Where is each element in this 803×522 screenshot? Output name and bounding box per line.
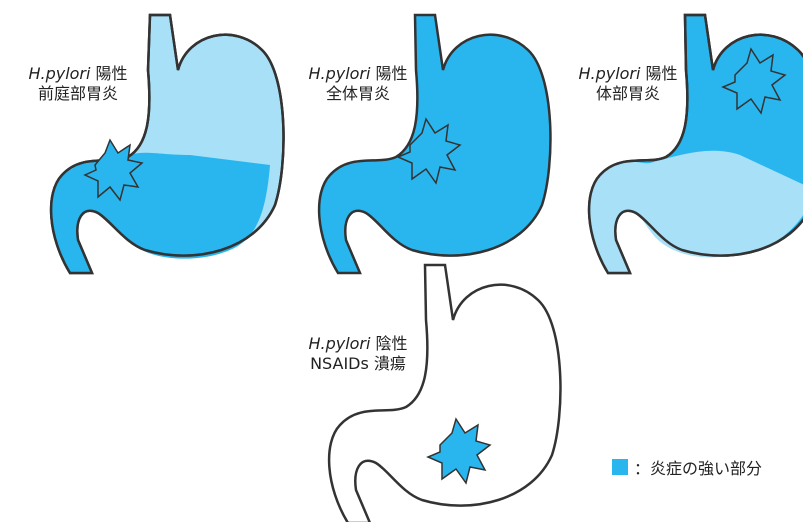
legend-swatch — [612, 459, 628, 475]
stomach-panel-antral — [51, 15, 283, 273]
legend-text: ：炎症の強い部分 — [634, 455, 762, 479]
label-corpus: H.pylori 陽性 体部胃炎 — [558, 64, 698, 104]
stomach-panel-nsaids — [329, 265, 560, 522]
label-antral: H.pylori 陽性 前庭部胃炎 — [8, 64, 148, 104]
label-pan: H.pylori 陽性 全体胃炎 — [288, 64, 428, 104]
label-nsaids: H.pylori 陰性 NSAIDs 潰瘍 — [288, 334, 428, 374]
legend: ：炎症の強い部分 — [612, 455, 762, 479]
stomach-panel-corpus — [589, 15, 803, 273]
stomach-panel-pan — [319, 15, 550, 273]
